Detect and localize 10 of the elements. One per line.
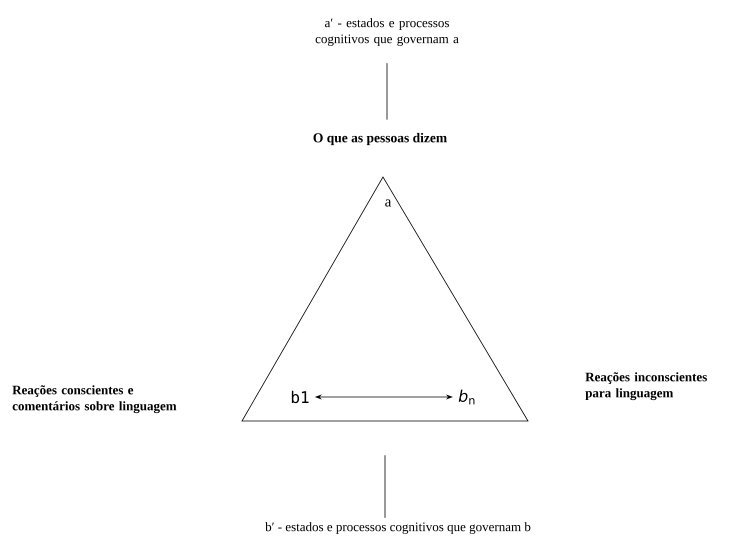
heading-text: O que as pessoas dizem: [314, 132, 447, 146]
note-text: a′ - estados e processos cognitivos que governam a: [316, 18, 459, 46]
connector-line: [386, 62, 388, 120]
vertex-label: b$_{n}$: [458, 390, 474, 404]
side-text: Reações conscientes e comentários sobre linguagem: [12, 385, 176, 414]
note-text: b′ - estados e processos cognitivos que governam b: [265, 522, 530, 534]
connector-line: [384, 454, 386, 518]
vertex-label: a: [385, 199, 392, 207]
side-text: Reações inconscientes para linguagem: [585, 372, 707, 400]
vertex-label: b1: [292, 390, 309, 404]
